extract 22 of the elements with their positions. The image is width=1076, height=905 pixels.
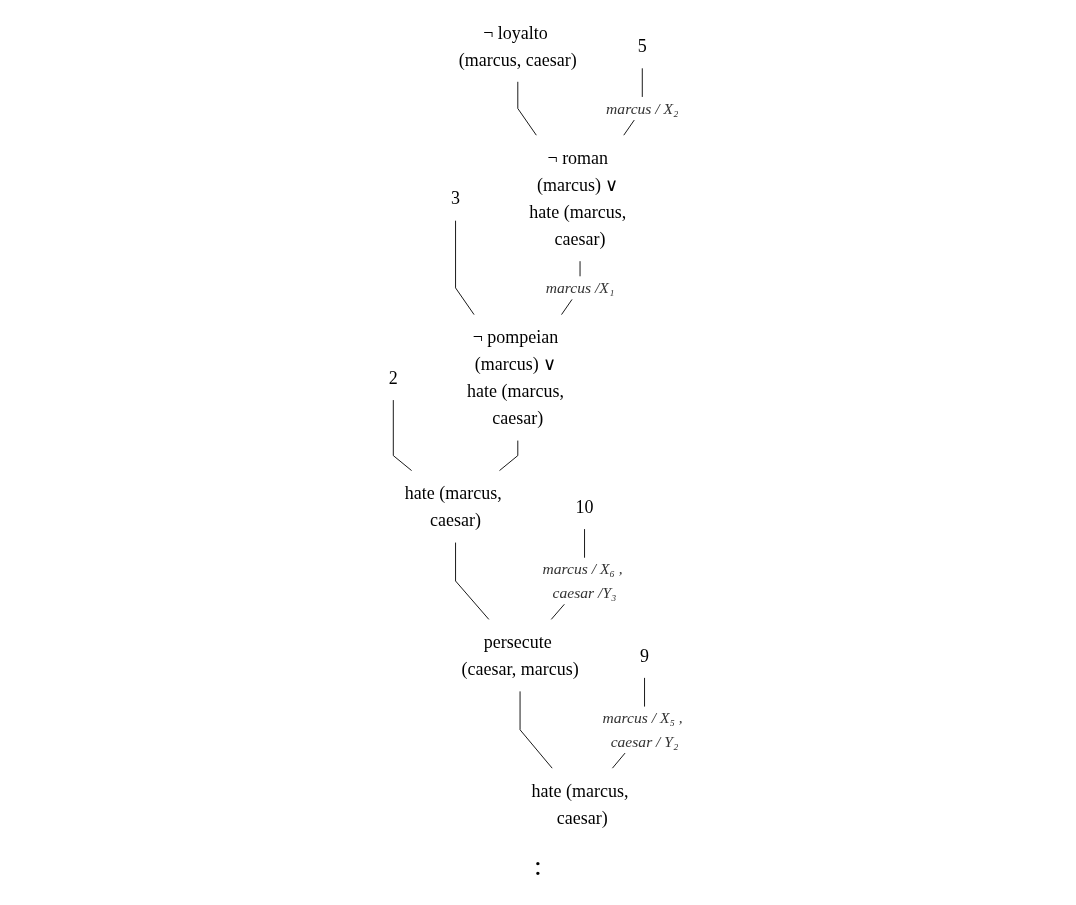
edge-label: marcus /X₁ bbox=[546, 279, 615, 297]
node-text: 5 bbox=[638, 35, 648, 56]
connector bbox=[519, 690, 553, 769]
node-text: 9 bbox=[640, 645, 650, 666]
node-text: ¬ loyalto (marcus, caesar) bbox=[459, 22, 578, 70]
node-text: 10 bbox=[575, 496, 594, 517]
node-text: ¬ roman (marcus) ∨ hate (marcus, caesar) bbox=[529, 147, 627, 249]
node-text: 3 bbox=[451, 188, 461, 209]
connector bbox=[517, 81, 538, 136]
edge-label: marcus / X₆ , caesar /Y₃ bbox=[542, 560, 624, 602]
connector bbox=[499, 440, 519, 472]
node-text: ¬ pompeian (marcus) ∨ hate (marcus, caesar) bbox=[467, 327, 565, 428]
edge-label: marcus / X₅ , caesar / Y₂ bbox=[602, 709, 684, 751]
node-text: persecute (caesar, marcus) bbox=[461, 631, 579, 679]
continuation-mark: : bbox=[533, 850, 543, 882]
edge-label: marcus / X₂ bbox=[606, 99, 679, 118]
node-text: hate (marcus, caesar) bbox=[531, 780, 629, 828]
connector bbox=[393, 399, 413, 472]
connector bbox=[455, 220, 475, 316]
connector bbox=[455, 542, 490, 620]
node-text: 2 bbox=[389, 367, 399, 388]
node-text: hate (marcus, caesar) bbox=[405, 483, 503, 530]
